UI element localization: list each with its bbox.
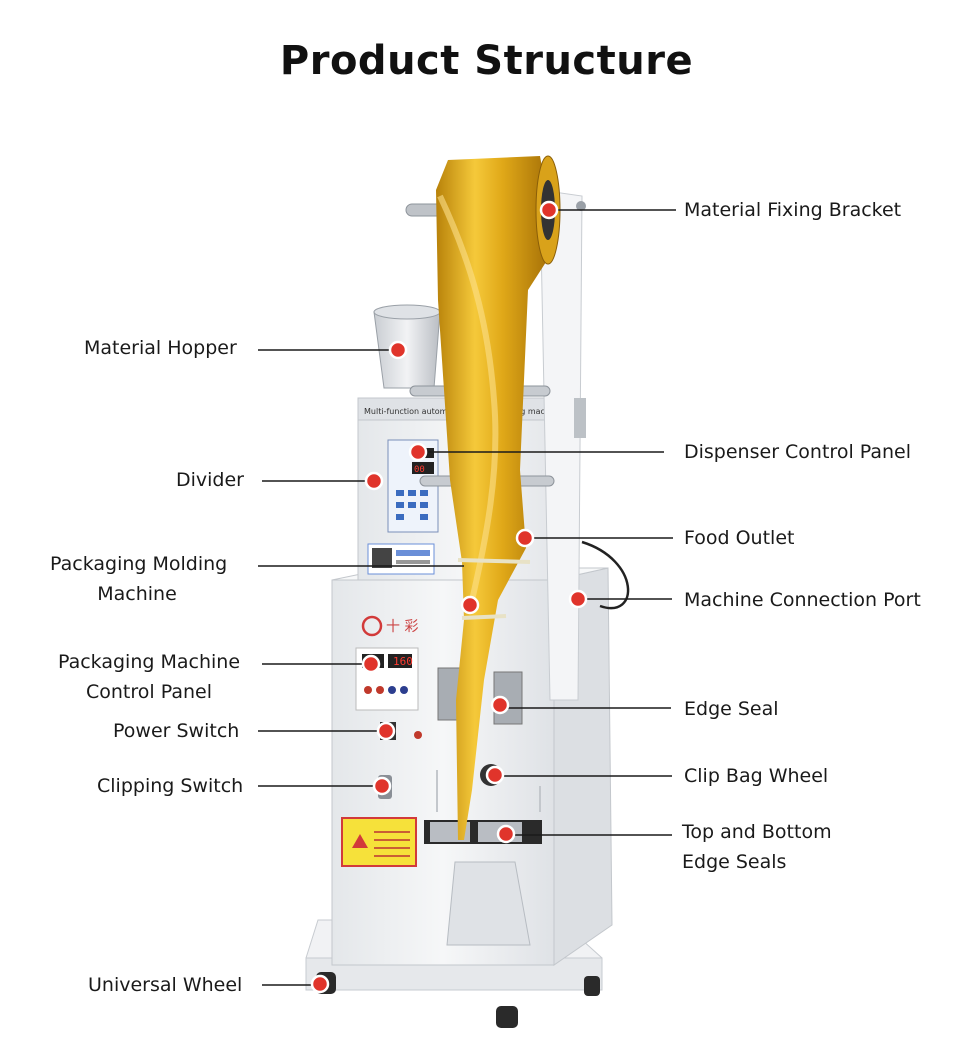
label-material-hopper: Material Hopper xyxy=(84,337,237,359)
marker-clip-bag-wheel xyxy=(485,765,505,785)
material-hopper xyxy=(373,304,441,389)
label-material-fixing-bracket: Material Fixing Bracket xyxy=(684,199,902,221)
label-divider: Divider xyxy=(176,469,244,491)
marker-divider xyxy=(364,471,384,491)
label-clipping-switch: Clipping Switch xyxy=(97,775,244,797)
marker-material-fixing-bracket xyxy=(539,200,559,220)
label-top-bottom-seals-line1: Top and Bottom xyxy=(682,821,832,843)
label-packaging-machine-control-panel: Packaging Machine Control Panel xyxy=(52,647,246,707)
label-edge-seal: Edge Seal xyxy=(684,698,779,720)
marker-power-switch xyxy=(376,721,396,741)
connection-cable xyxy=(581,540,630,610)
marker-packaging-machine-control-panel xyxy=(361,654,381,674)
label-machine-connection-port: Machine Connection Port xyxy=(684,589,921,611)
svg-text:00: 00 xyxy=(414,465,425,475)
marker-universal-wheel xyxy=(310,974,330,994)
column xyxy=(539,189,586,701)
leader-lines xyxy=(258,209,676,986)
svg-text:160: 160 xyxy=(393,655,413,668)
marker-edge-seal xyxy=(490,695,510,715)
label-packaging-molding-machine-line2: Machine xyxy=(97,583,177,605)
label-packaging-molding-machine-line1: Packaging Molding xyxy=(50,553,228,575)
label-universal-wheel: Universal Wheel xyxy=(88,974,243,996)
label-packaging-molding-machine: Packaging Molding Machine xyxy=(50,549,228,609)
bracket-bolt xyxy=(576,201,586,211)
marker-machine-connection-port xyxy=(568,589,588,609)
callout-markers xyxy=(310,200,588,994)
label-packaging-machine-control-panel-line1: Packaging Machine xyxy=(57,651,241,673)
page-title: Product Structure xyxy=(279,38,694,84)
marker-dispenser-control-panel xyxy=(408,442,428,462)
svg-text:十 彩: 十 彩 xyxy=(386,619,418,635)
label-top-bottom-seals-line2: Edge Seals xyxy=(682,851,787,873)
label-food-outlet: Food Outlet xyxy=(684,527,795,549)
marker-clipping-switch xyxy=(372,776,392,796)
marker-material-hopper xyxy=(388,340,408,360)
label-clip-bag-wheel: Clip Bag Wheel xyxy=(684,765,829,787)
marker-top-bottom-seals xyxy=(496,824,516,844)
label-power-switch: Power Switch xyxy=(113,720,240,742)
marker-food-outlet xyxy=(515,528,535,548)
label-packaging-machine-control-panel-line2: Control Panel xyxy=(86,681,212,703)
marker-packaging-molding-machine xyxy=(460,595,480,615)
label-top-bottom-seals: Top and Bottom Edge Seals xyxy=(682,817,832,877)
label-dispenser-control-panel: Dispenser Control Panel xyxy=(684,441,912,463)
